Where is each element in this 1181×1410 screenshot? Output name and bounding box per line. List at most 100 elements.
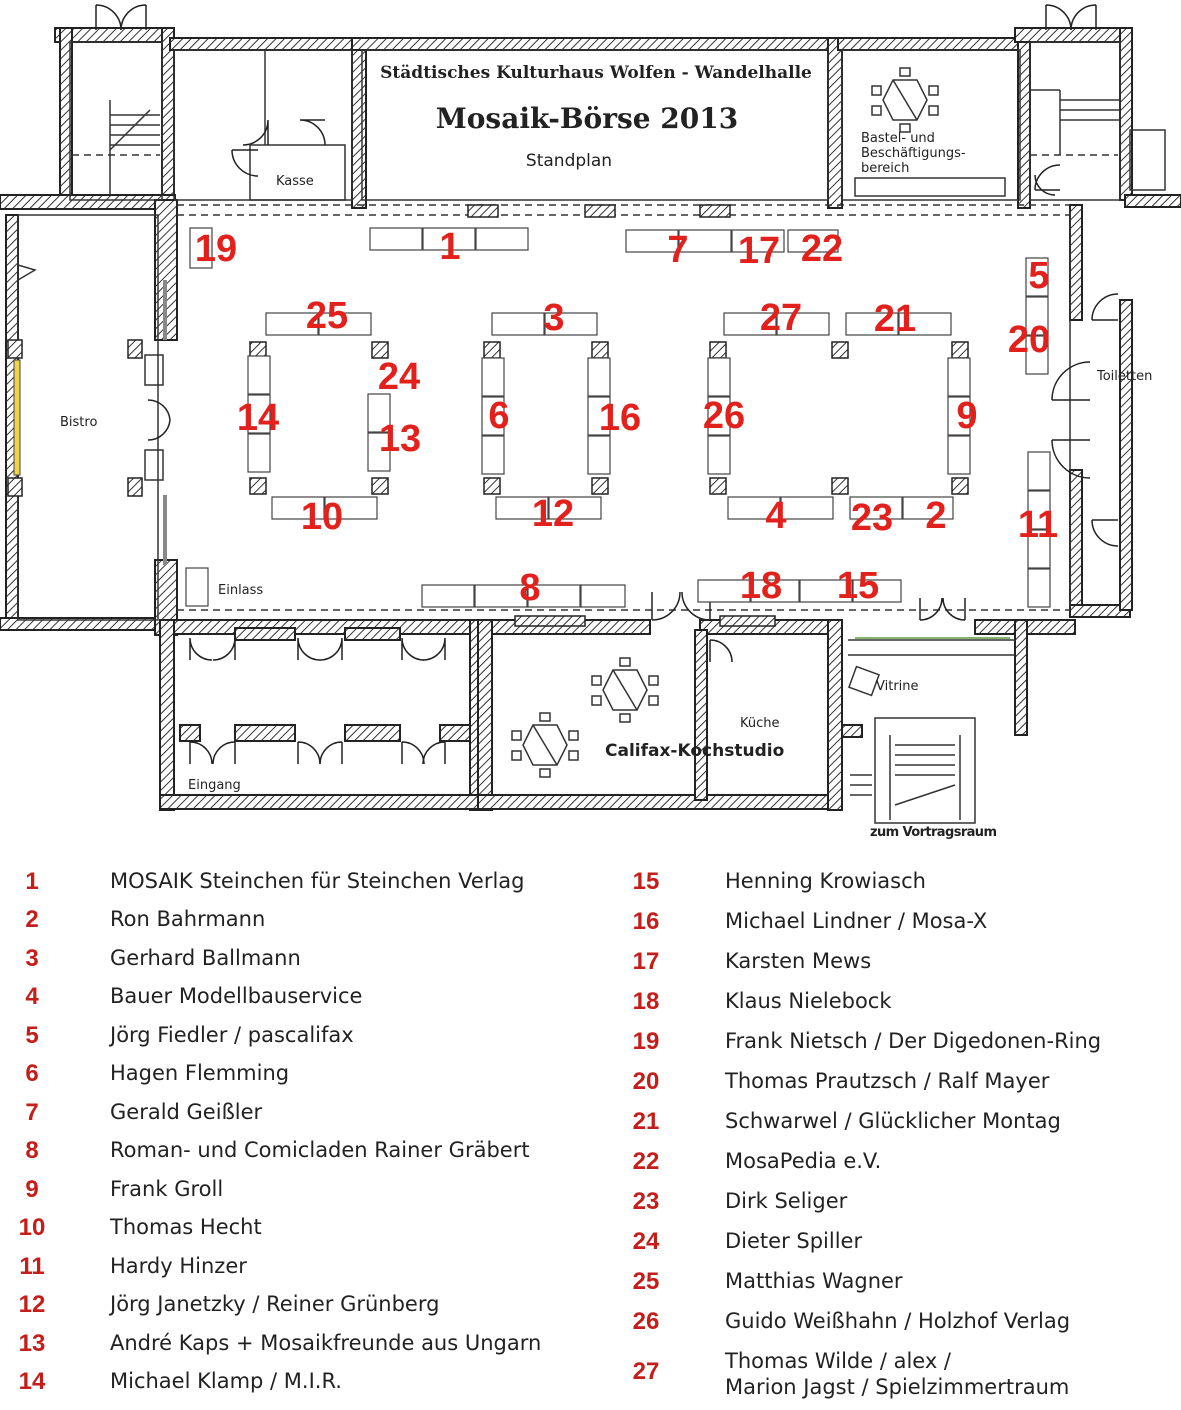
room-eingang: Eingang [188, 778, 241, 793]
legend-name: Roman- und Comicladen Rainer Gräbert [110, 1138, 530, 1162]
stand-26: 26 [703, 395, 745, 437]
legend-number: 13 [18, 1330, 46, 1357]
inner-lines [7, 41, 1166, 824]
plan-subtitle: Standplan [526, 151, 612, 171]
room-bastel-line2: Beschäftigungs- [861, 146, 966, 161]
legend-name: Gerald Geißler [110, 1100, 263, 1124]
legend-entry: 26 Guido Weißhahn / Holzhof Verlag [600, 1308, 1181, 1346]
stand-15: 15 [837, 565, 879, 607]
legend-name: Bauer Modellbauservice [110, 984, 363, 1008]
legend-entry: 12 Jörg Janetzky / Reiner Grünberg [0, 1291, 600, 1329]
legend-entry: 6 Hagen Flemming [0, 1060, 600, 1098]
stand-21: 21 [874, 298, 916, 340]
legend-name: Gerhard Ballmann [110, 946, 301, 970]
hall-pillars [249, 341, 969, 495]
legend-entry: 2 Ron Bahrmann [0, 906, 600, 944]
legend-entry: 24 Dieter Spiller [600, 1228, 1181, 1266]
room-kueche: Küche [740, 716, 780, 731]
stand-6: 6 [488, 395, 509, 437]
stand-tables [185, 227, 1051, 608]
stand-10: 10 [301, 496, 343, 538]
legend-number: 5 [25, 1022, 39, 1049]
legend-entry: 5 Jörg Fiedler / pascalifax [0, 1022, 600, 1060]
legend-entry: 7 Gerald Geißler [0, 1099, 600, 1137]
stand-17: 17 [738, 230, 780, 272]
legend-name: Michael Klamp / M.I.R. [110, 1369, 342, 1393]
stand-4: 4 [765, 495, 786, 537]
legend-number: 25 [632, 1268, 660, 1295]
stand-3: 3 [543, 297, 564, 339]
legend-number: 4 [25, 983, 39, 1010]
legend-number: 2 [25, 906, 39, 933]
legend-name: Thomas Prautzsch / Ralf Mayer [725, 1069, 1050, 1093]
stand-27: 27 [760, 297, 802, 339]
stand-24: 24 [378, 356, 420, 398]
room-kasse: Kasse [276, 174, 314, 189]
legend-name: Dirk Seliger [725, 1189, 848, 1213]
legend-number: 11 [19, 1253, 45, 1280]
stand-7: 7 [667, 229, 688, 271]
stand-9: 9 [956, 395, 977, 437]
legend-name: Thomas Hecht [110, 1215, 262, 1239]
legend-number: 24 [632, 1228, 660, 1255]
legend-name: Jörg Janetzky / Reiner Grünberg [110, 1292, 440, 1316]
legend-name: Ron Bahrmann [110, 907, 266, 931]
legend-number: 21 [632, 1108, 660, 1135]
legend-number: 12 [18, 1291, 46, 1318]
room-einlass: Einlass [218, 583, 263, 598]
legend-number: 23 [632, 1188, 660, 1215]
stand-20: 20 [1008, 319, 1050, 361]
stand-22: 22 [801, 228, 843, 270]
legend-entry: 20 Thomas Prautzsch / Ralf Mayer [600, 1068, 1181, 1106]
room-bistro: Bistro [60, 415, 97, 430]
legend-number: 7 [25, 1099, 39, 1126]
stand-14: 14 [237, 397, 279, 439]
stand-8: 8 [519, 567, 540, 609]
legend-name: Henning Krowiasch [725, 869, 926, 893]
room-vitrine: Vitrine [876, 679, 919, 694]
stand-numbers: 1 2 3 4 5 6 7 8 9 10 11 12 13 14 15 16 1… [195, 226, 1058, 609]
legend-number: 15 [632, 868, 660, 895]
legend-number: 17 [632, 948, 660, 975]
legend-entry: 3 Gerhard Ballmann [0, 945, 600, 983]
stand-13: 13 [379, 418, 421, 460]
legend-number: 26 [632, 1308, 660, 1335]
legend-number: 6 [25, 1060, 39, 1087]
stand-5: 5 [1028, 255, 1049, 297]
event-title: Mosaik-Börse 2013 [436, 102, 738, 135]
legend-number: 8 [25, 1137, 39, 1164]
room-bastel-line1: Bastel- und [861, 131, 935, 146]
legend-name: Dieter Spiller [725, 1229, 863, 1253]
legend-number: 10 [18, 1214, 46, 1241]
stand-23: 23 [851, 497, 893, 539]
legend-name: Guido Weißhahn / Holzhof Verlag [725, 1309, 1071, 1333]
legend-name: Hagen Flemming [110, 1061, 290, 1085]
legend-name: Klaus Nielebock [725, 989, 892, 1013]
venue-title: Städtisches Kulturhaus Wolfen - Wandelha… [380, 63, 812, 83]
room-toiletten: Toiletten [1096, 369, 1152, 384]
legend-number: 3 [25, 945, 39, 972]
legend-name: Frank Nietsch / Der Digedonen-Ring [725, 1029, 1102, 1053]
legend-name: Jörg Fiedler / pascalifax [110, 1023, 354, 1047]
legend-number: 16 [632, 908, 660, 935]
stand-25: 25 [306, 295, 348, 337]
stand-1: 1 [439, 226, 460, 268]
legend-number: 20 [632, 1068, 660, 1095]
legend-number: 1 [25, 868, 39, 895]
legend-number: 9 [25, 1176, 39, 1203]
room-kochstudio: Califax-Kochstudio [605, 741, 784, 761]
legend-entry: 8 Roman- und Comicladen Rainer Gräbert [0, 1137, 600, 1175]
